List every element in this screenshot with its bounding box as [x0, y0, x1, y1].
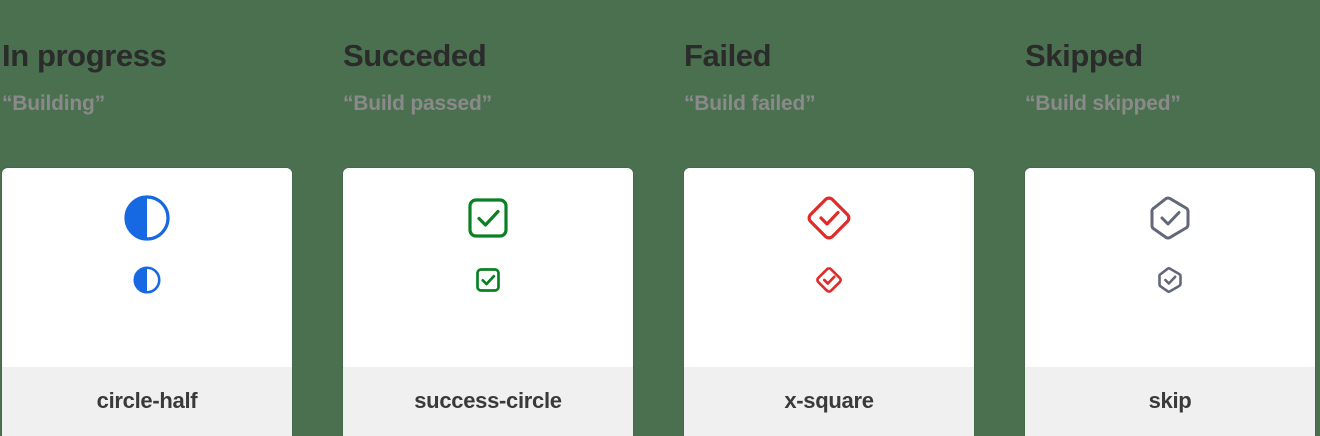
icon-card-footer: circle-half	[2, 367, 292, 436]
status-caption-skipped: “Build skipped”	[1025, 92, 1181, 115]
icon-name-label: circle-half	[96, 388, 198, 413]
icon-name-label: skip	[1148, 388, 1192, 413]
icon-card-footer: success-circle	[343, 367, 633, 436]
status-column-failed: Failed “Build failed”	[684, 0, 1026, 436]
page-title-failed: Failed	[684, 38, 772, 73]
icon-card-body	[343, 168, 633, 367]
status-caption-failed: “Build failed”	[684, 92, 816, 115]
skip-icon	[1146, 194, 1194, 242]
status-caption-in-progress: “Building”	[2, 92, 105, 115]
page-title-in-progress: In progress	[2, 38, 167, 73]
x-square-icon-small	[815, 266, 843, 294]
circle-half-icon	[123, 194, 171, 242]
icon-card-circle-half[interactable]: circle-half	[2, 168, 292, 436]
icon-card-x-square[interactable]: x-square	[684, 168, 974, 436]
page-title-succeded: Succeded	[343, 38, 487, 73]
page-title-skipped: Skipped	[1025, 38, 1143, 73]
icon-card-footer: skip	[1025, 367, 1315, 436]
circle-half-icon-small	[133, 266, 161, 294]
icon-card-body	[2, 168, 292, 367]
icon-card-body	[684, 168, 974, 367]
icon-card-skip[interactable]: skip	[1025, 168, 1315, 436]
icon-name-label: success-circle	[414, 388, 562, 413]
status-column-in-progress: In progress “Building” circle-	[2, 0, 344, 436]
icon-card-success-circle[interactable]: success-circle	[343, 168, 633, 436]
status-caption-succeded: “Build passed”	[343, 92, 492, 115]
icon-name-label: x-square	[784, 388, 874, 413]
icon-card-body	[1025, 168, 1315, 367]
x-square-icon	[805, 194, 853, 242]
skip-icon-small	[1156, 266, 1184, 294]
success-circle-icon-small	[474, 266, 502, 294]
status-column-skipped: Skipped “Build skipped” skip	[1025, 0, 1320, 436]
icon-card-footer: x-square	[684, 367, 974, 436]
status-column-succeded: Succeded “Build passed” succes	[343, 0, 685, 436]
success-circle-icon	[464, 194, 512, 242]
